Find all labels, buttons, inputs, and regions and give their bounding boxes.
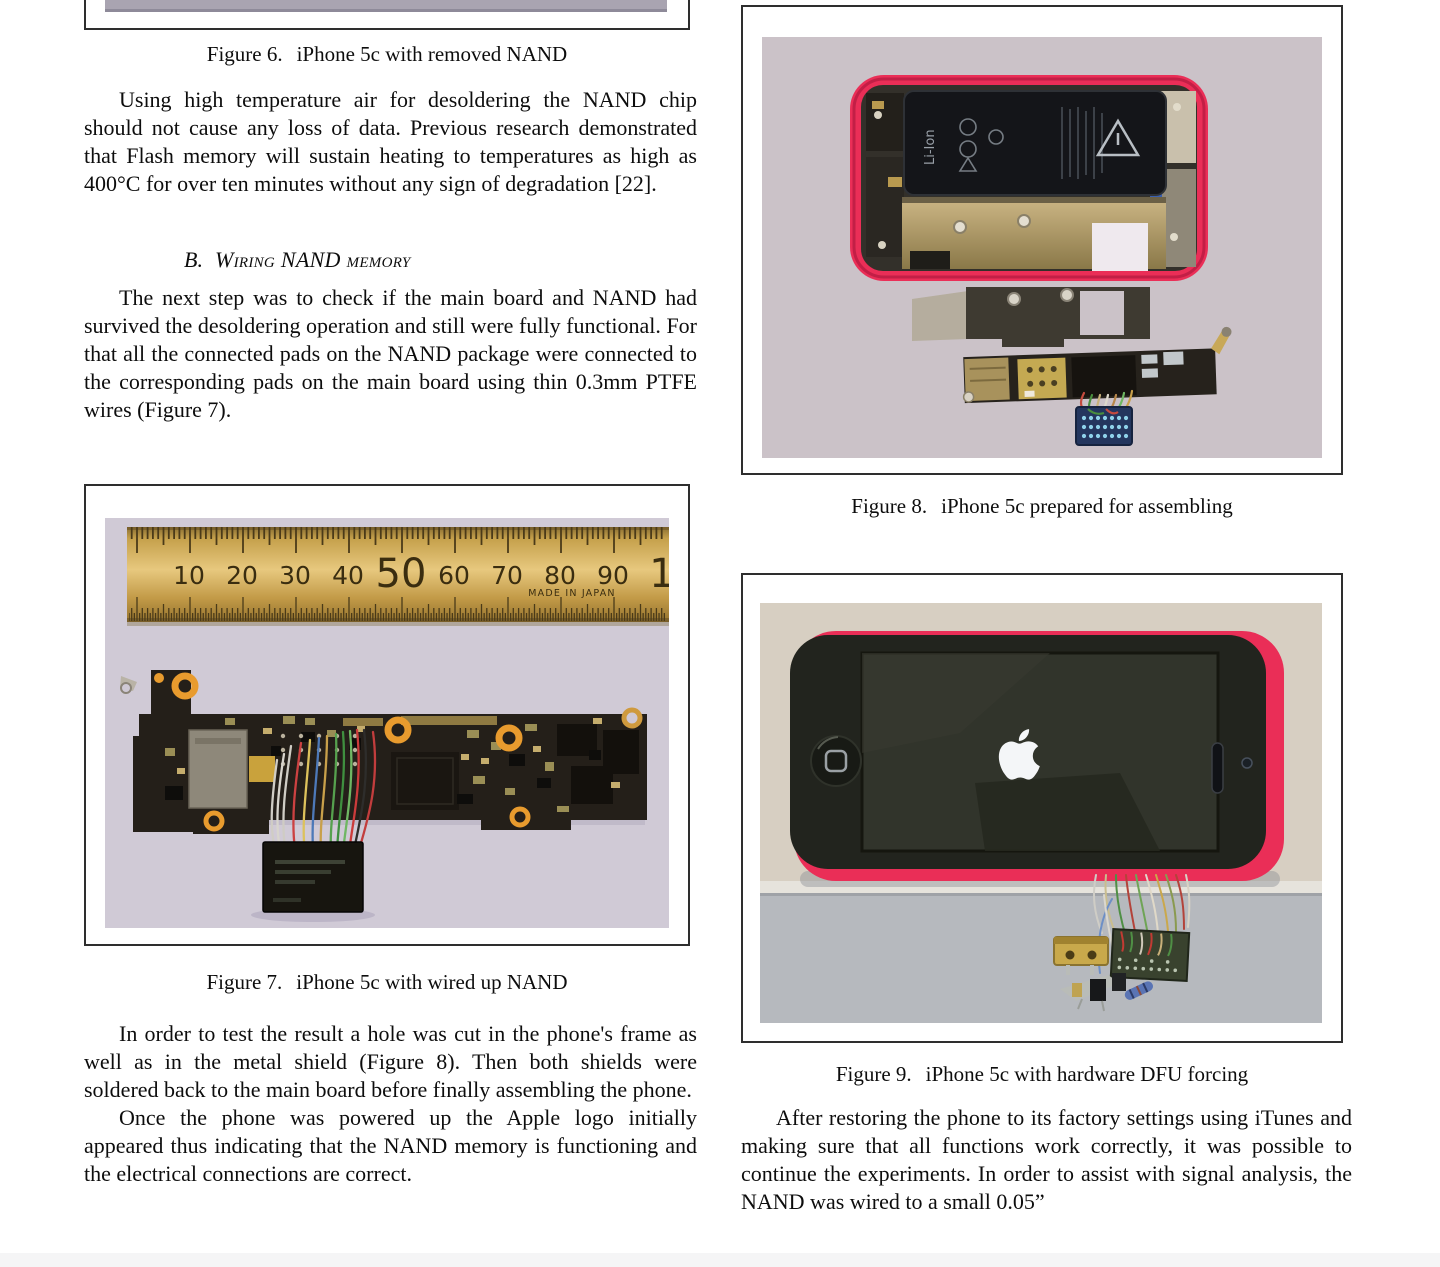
screw-holes [154,672,643,832]
breakout-pcb [1109,927,1191,983]
gold-chip [249,756,275,782]
figure9-caption-label: Figure 9. [835,1062,912,1086]
svg-text:80: 80 [544,561,576,590]
main-board [120,670,647,834]
battery-label: Li-Ion [923,129,938,165]
iphone-front [790,631,1284,887]
figure9-frame [741,573,1343,1043]
figure6-frame [84,0,690,30]
figure6-photo-strip [105,0,667,12]
svg-text:30: 30 [279,561,311,590]
figure6-caption: Figure 6. iPhone 5c with removed NAND [84,42,690,67]
figure8-photo: Li-Ion [762,37,1322,458]
component-cluster [1060,973,1153,1012]
warning-triangle-icon [1095,118,1141,157]
steel-ruler: 10 20 30 40 50 60 70 80 90 1 MADE IN JAP… [127,527,669,626]
section-b-label: B. [184,247,203,272]
logic-board [962,326,1232,404]
dfu-harness [1053,874,1191,1012]
apple-logo [998,729,1040,780]
dfu-microswitch [1053,936,1109,975]
home-button [810,735,862,787]
figure7-frame: 10 20 30 40 50 60 70 80 90 1 MADE IN JAP… [84,484,690,946]
svg-text:90: 90 [597,561,629,590]
figure8-caption: Figure 8. iPhone 5c prepared for assembli… [739,494,1345,519]
svg-text:1: 1 [649,551,669,597]
screen-reflection [975,773,1160,851]
svg-text:40: 40 [332,561,364,590]
board-chip [1071,355,1137,398]
paragraph-hole-cut: In order to test the result a hole was c… [84,1021,697,1102]
cpu-chip [391,752,459,810]
figure8-caption-title: iPhone 5c prepared for assembling [941,494,1233,518]
battery: Li-Ion [903,90,1167,196]
figure6-caption-label: Figure 6. [206,42,283,66]
page-bottom-band [0,1253,1440,1267]
paragraph-desoldering: Using high temperature air for desolderi… [84,87,697,196]
made-in-japan-label: MADE IN JAPAN [528,588,615,599]
figure7-photo: 10 20 30 40 50 60 70 80 90 1 MADE IN JAP… [105,518,669,928]
svg-text:60: 60 [438,561,470,590]
paragraph-wiring: The next step was to check if the main b… [84,285,697,422]
figure9-photo [760,603,1322,1023]
earpiece-speaker [1211,742,1224,794]
front-camera [1241,757,1253,769]
paragraph-restore: After restoring the phone to its factory… [741,1105,1352,1214]
svg-text:20: 20 [226,561,258,590]
figure7-caption-label: Figure 7. [206,970,283,994]
figure9-caption-title: iPhone 5c with hardware DFU forcing [925,1062,1249,1086]
figure7-caption-title: iPhone 5c with wired up NAND [296,970,568,994]
figure7-caption: Figure 7. iPhone 5c with wired up NAND [84,970,690,995]
frame-cutout [1092,223,1148,271]
figure6-caption-title: iPhone 5c with removed NAND [296,42,568,66]
svg-text:50: 50 [376,551,427,597]
figure8-caption-label: Figure 8. [851,494,928,518]
breakout-connector [1075,406,1133,446]
nand-chip [262,841,364,913]
battery-symbols [958,118,1004,172]
figure8-frame: Li-Ion [741,5,1343,475]
battery-fine-print [1061,107,1103,179]
metal-shield [912,287,1150,347]
svg-text:10: 10 [173,561,205,590]
figure9-caption: Figure 9. iPhone 5c with hardware DFU for… [739,1062,1345,1087]
svg-text:70: 70 [491,561,523,590]
section-b-title: Wiring NAND memory [214,247,411,272]
section-heading-b: B. Wiring NAND memory [184,247,411,273]
ruler-numbers: 10 20 30 40 50 60 70 80 90 1 [173,551,669,597]
shield-cutout [1080,291,1124,335]
paragraph-test-result: In order to test the result a hole was c… [84,1020,697,1188]
paragraph-apple-logo: Once the phone was powered up the Apple … [84,1105,697,1186]
iphone-open-case: Li-Ion [850,75,1208,281]
sim-connector [1017,357,1067,400]
